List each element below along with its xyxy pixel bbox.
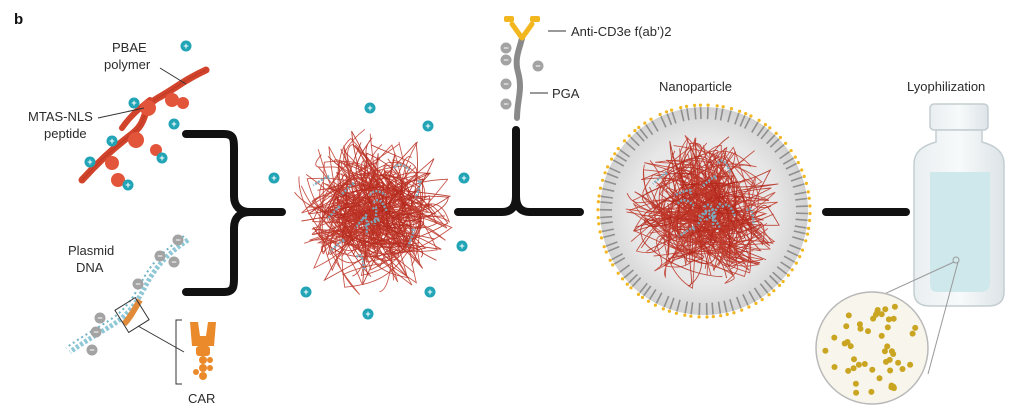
negative-charge-icon xyxy=(500,42,512,54)
positive-charge-sign: + xyxy=(109,136,114,146)
car-label: CAR xyxy=(188,391,215,406)
negative-charge-sign: − xyxy=(503,55,508,65)
positive-charge-icon xyxy=(268,172,280,184)
positive-charge-icon xyxy=(180,40,192,52)
negative-charge-sign: − xyxy=(171,257,176,267)
car-protein-icon xyxy=(190,322,216,380)
positive-charge-sign: + xyxy=(159,153,164,163)
vial-zoom-point xyxy=(952,256,960,264)
polyplex-core xyxy=(294,128,453,295)
car-leader-line xyxy=(137,325,185,353)
positive-charge-sign: + xyxy=(365,309,370,319)
pbae-label-line2: polymer xyxy=(104,57,151,72)
nanoparticle-core xyxy=(625,135,780,289)
negative-charge-icon xyxy=(168,256,180,268)
charge-markers: +++++++++++++++−−−−−−−−−−−− xyxy=(84,40,544,356)
positive-charge-sign: + xyxy=(171,119,176,129)
plasmid-label-line2: DNA xyxy=(76,260,104,275)
positive-charge-sign: + xyxy=(367,103,372,113)
negative-charge-sign: − xyxy=(503,79,508,89)
positive-charge-icon xyxy=(364,102,376,114)
negative-charge-sign: − xyxy=(503,43,508,53)
positive-charge-icon xyxy=(122,179,134,191)
negative-charge-sign: − xyxy=(93,327,98,337)
positive-charge-sign: + xyxy=(271,173,276,183)
positive-charge-icon xyxy=(128,97,140,109)
positive-charge-sign: + xyxy=(427,287,432,297)
positive-charge-icon xyxy=(456,240,468,252)
coating-arrow xyxy=(454,126,584,216)
negative-charge-sign: − xyxy=(97,313,102,323)
positive-charge-icon xyxy=(422,120,434,132)
vial-icon xyxy=(913,103,1005,307)
positive-charge-sign: + xyxy=(303,287,308,297)
negative-charge-icon xyxy=(500,78,512,90)
negative-charge-icon xyxy=(86,344,98,356)
anti-cd3-label: Anti-CD3e f(ab’)2 xyxy=(571,24,671,39)
negative-charge-icon xyxy=(172,234,184,246)
negative-charge-icon xyxy=(154,250,166,262)
positive-charge-icon xyxy=(84,156,96,168)
positive-charge-icon xyxy=(362,308,374,320)
car-bracket xyxy=(175,319,182,385)
negative-charge-sign: − xyxy=(157,251,162,261)
negative-charge-sign: − xyxy=(89,345,94,355)
mtas-label-line1: MTAS-NLS xyxy=(28,109,93,124)
negative-charge-icon xyxy=(500,54,512,66)
positive-charge-sign: + xyxy=(87,157,92,167)
positive-charge-sign: + xyxy=(183,41,188,51)
positive-charge-icon xyxy=(156,152,168,164)
plasmid-label-line1: Plasmid xyxy=(68,243,114,258)
lyophilization-label: Lyophilization xyxy=(907,79,985,94)
positive-charge-icon xyxy=(300,286,312,298)
negative-charge-icon xyxy=(90,326,102,338)
mtas-nls-peptide-beads xyxy=(105,93,189,187)
positive-charge-sign: + xyxy=(125,180,130,190)
positive-charge-icon xyxy=(424,286,436,298)
negative-charge-sign: − xyxy=(535,61,540,71)
anti-cd3-antibody-icon xyxy=(504,16,540,41)
combine-brace-arrow xyxy=(182,130,286,296)
pga-label: PGA xyxy=(552,86,580,101)
positive-charge-sign: + xyxy=(461,173,466,183)
negative-charge-icon xyxy=(500,98,512,110)
negative-charge-sign: − xyxy=(503,99,508,109)
pbae-polymer-strand xyxy=(78,66,210,184)
antibody-fringe xyxy=(596,103,812,319)
negative-charge-icon xyxy=(132,278,144,290)
nanoparticle-label: Nanoparticle xyxy=(659,79,732,94)
positive-charge-sign: + xyxy=(131,98,136,108)
panel-label: b xyxy=(14,11,23,28)
mtas-label-line2: peptide xyxy=(44,126,87,141)
negative-charge-icon xyxy=(94,312,106,324)
pbae-leader-line xyxy=(159,67,187,85)
pbae-label-line1: PBAE xyxy=(112,40,147,55)
lyophilized-particle-dots xyxy=(822,303,919,396)
lyophilized-particles-inset xyxy=(815,291,929,405)
positive-charge-sign: + xyxy=(425,121,430,131)
positive-charge-sign: + xyxy=(459,241,464,251)
negative-charge-sign: − xyxy=(135,279,140,289)
negative-charge-icon xyxy=(532,60,544,72)
positive-charge-icon xyxy=(168,118,180,130)
positive-charge-icon xyxy=(106,135,118,147)
positive-charge-icon xyxy=(458,172,470,184)
pga-chain xyxy=(513,35,525,121)
mtas-leader-line xyxy=(97,107,145,119)
negative-charge-sign: − xyxy=(175,235,180,245)
